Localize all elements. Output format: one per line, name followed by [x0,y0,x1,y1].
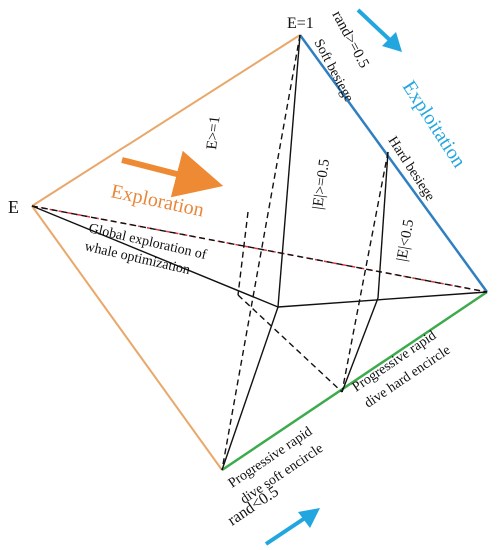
label-abs-e-ge-05: |E|>=0.5 [310,158,333,211]
label-e-left: E [8,197,19,217]
label-e-top: E=1 [287,15,314,32]
solid-center-to-bottom [221,306,279,471]
dashed-top-to-bottom [221,34,301,471]
edge-left-top [31,34,301,207]
dashed-mid-to-hard [237,294,343,393]
solid-lines [31,34,488,471]
label-hard-besiege: Hard besiege [385,134,438,204]
edge-left-bottom [31,205,223,471]
dashed-hard-top-to-bottom [341,151,389,393]
label-abs-e-lt-05: |E|<0.5 [394,218,417,263]
solid-hard-top-to-mid [377,151,389,299]
blue-arrow-bottom-head [298,508,320,528]
edge-top-right [298,34,489,293]
blue-arrow-top-head [382,32,402,52]
exploration-arrow [121,150,224,198]
label-e-ge-1: E>=1 [204,115,223,150]
edge-bottom-right [221,290,488,472]
dashed-e-to-apex-right [31,205,488,293]
blue-arrow-bottom-shaft [264,514,310,546]
solid-global-exploration-curve [31,205,279,308]
blue-arrow-top-shaft [356,8,394,44]
solid-top-to-center [277,34,301,308]
solid-center-to-right [277,291,488,308]
label-exploration: Exploration [109,180,206,221]
blue-arrow-bottom [264,508,320,546]
solid-mid-to-bottom-hard [341,297,379,393]
dashed-inner-top-to-mid [237,211,249,296]
blue-arrow-top [356,8,402,52]
dashed-lines [31,34,488,471]
